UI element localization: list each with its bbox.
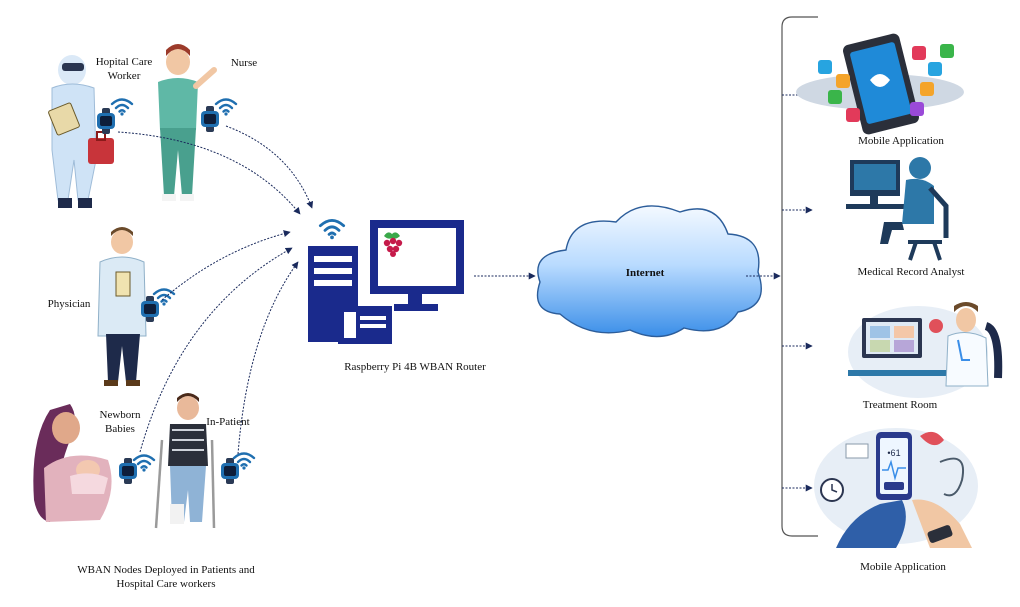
wban-watch-icon	[201, 106, 219, 132]
stethoscope-icon	[939, 457, 964, 497]
link-arrow-physician	[161, 230, 291, 301]
raspberry-pi-logo-icon	[383, 232, 403, 257]
in-patient-figure	[154, 393, 216, 529]
treatment-room-telemedicine-icon	[848, 302, 1003, 398]
internet-cloud-icon	[536, 205, 762, 338]
wban-watch-icon	[221, 458, 239, 484]
mobile-app-health-monitor-icon: •61	[814, 428, 978, 548]
hospital-care-worker-figure	[48, 55, 114, 208]
link-arrow-in-patient	[237, 261, 299, 455]
nurse-label: Nurse	[230, 57, 258, 69]
physician-figure	[97, 227, 147, 386]
wifi-signal-icon	[110, 98, 134, 116]
medical-record-analyst-icon	[846, 157, 949, 261]
internet-label: Internet	[625, 267, 665, 279]
wban-watch-icon	[97, 108, 115, 134]
link-arrow-care-worker	[117, 131, 301, 215]
in-patient-label: In-Patient	[206, 416, 250, 428]
mobile-application-bottom-label: Mobile Application	[860, 561, 946, 573]
link-arrow-newborn	[139, 247, 293, 453]
wifi-signal-icon	[214, 98, 238, 116]
calendar-icon	[845, 443, 869, 459]
physician-label: Physician	[47, 298, 91, 310]
heart-icon	[920, 431, 944, 446]
nurse-figure	[158, 44, 217, 201]
wban-watch-icon	[119, 458, 137, 484]
router-device-icon	[308, 218, 464, 344]
link-arrow-nurse	[225, 125, 314, 209]
router-label: Raspberry Pi 4B WBAN Router	[344, 361, 486, 373]
router-wifi-icon	[318, 218, 346, 240]
hospital-care-worker-label: Hopital Care Worker	[95, 56, 153, 82]
heart-rate-readout: •61	[887, 448, 900, 458]
medical-record-analyst-label: Medical Record Analyst	[857, 266, 965, 278]
endpoint-bracket	[781, 16, 818, 537]
mobile-health-app-icon	[796, 33, 964, 135]
newborn-babies-figure	[33, 404, 112, 522]
newborn-babies-label: Newborn Babies	[99, 409, 141, 435]
mobile-application-top-label: Mobile Application	[858, 135, 944, 147]
deployment-caption: WBAN Nodes Deployed in Patients and Hosp…	[77, 564, 255, 590]
treatment-room-label: Treatment Room	[862, 399, 938, 411]
